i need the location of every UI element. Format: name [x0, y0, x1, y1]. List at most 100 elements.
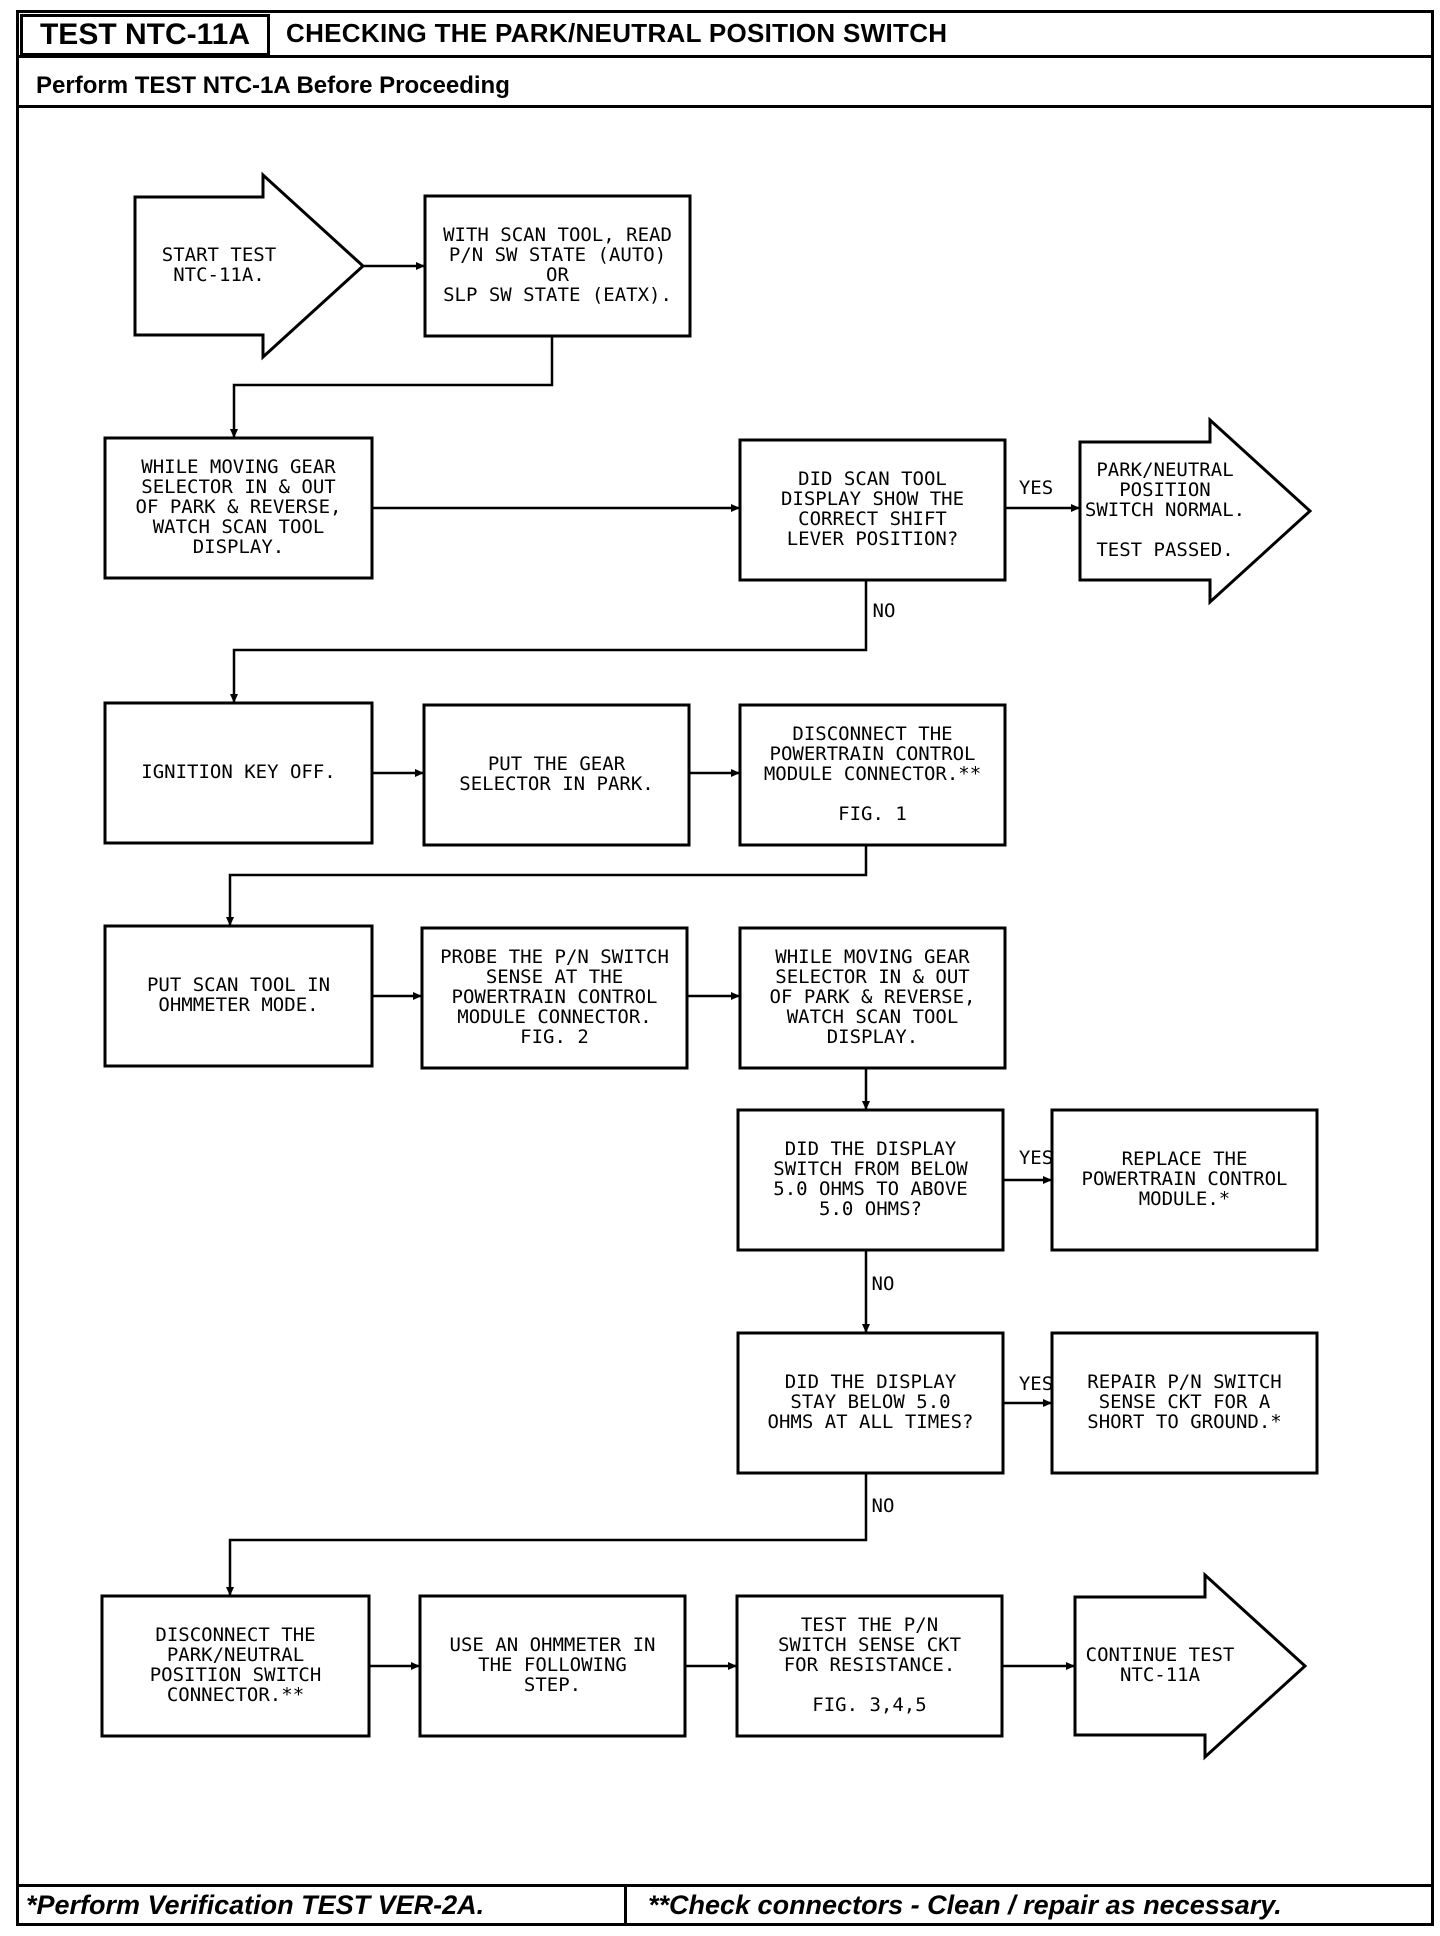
- node-text-line: DID THE DISPLAY: [785, 1138, 957, 1160]
- connector-read_state-to-move_gear: [230, 336, 554, 438]
- footer-row: [16, 1884, 1434, 1926]
- node-text-line: WHILE MOVING GEAR: [775, 946, 970, 968]
- node-text-line: TEST THE P/N: [801, 1614, 938, 1636]
- box-shape: [100, 1594, 371, 1738]
- node-text-line: SELECTOR IN & OUT: [141, 476, 335, 498]
- box-shape: [736, 1331, 1005, 1475]
- node-text-line: MODULE CONNECTOR.: [457, 1006, 651, 1028]
- node-text-line: LEVER POSITION?: [787, 528, 959, 550]
- node-text-line: STAY BELOW 5.0: [790, 1391, 950, 1413]
- box-shape: [738, 926, 1007, 1070]
- node-text-line: SENSE AT THE: [486, 966, 623, 988]
- node-text-line: DISCONNECT THE: [792, 723, 952, 745]
- box-shape: [423, 194, 692, 338]
- box-shape: [735, 1594, 1004, 1738]
- node-text-line: POWERTRAIN CONTROL: [452, 986, 658, 1008]
- footnote-connectors: **Check connectors - Clean / repair as n…: [648, 1890, 1282, 1920]
- arrow-shape: [1073, 1571, 1308, 1761]
- node-text-line: SHORT TO GROUND.*: [1087, 1411, 1281, 1433]
- page-frame: [16, 10, 1434, 1926]
- node-text-line: REPAIR P/N SWITCH: [1087, 1371, 1281, 1393]
- node-text-line: POWERTRAIN CONTROL: [1082, 1168, 1288, 1190]
- box-shape: [736, 1108, 1005, 1252]
- node-text-line: 5.0 OHMS TO ABOVE: [773, 1178, 967, 1200]
- box-shape: [103, 436, 374, 580]
- node-text-line: P/N SW STATE (AUTO): [449, 244, 666, 266]
- prerequisite-row: [16, 58, 1434, 108]
- node-text-line: START TEST: [162, 244, 276, 266]
- node-text-line: CONTINUE TEST: [1086, 1644, 1235, 1666]
- ignition-off-box: IGNITION KEY OFF.: [103, 701, 374, 845]
- connector-q_shift-to-key_off: [230, 580, 868, 703]
- node-text-line: DISPLAY.: [827, 1026, 919, 1048]
- node-text-line: PUT THE GEAR: [488, 753, 626, 775]
- branch-label: NO: [872, 1273, 895, 1295]
- box-shape: [1050, 1331, 1319, 1475]
- node-text-line: WATCH SCAN TOOL: [787, 1006, 959, 1028]
- node-text-line: OHMMETER MODE.: [158, 994, 318, 1016]
- node-text-line: DISPLAY.: [193, 536, 285, 558]
- box-shape: [738, 438, 1007, 582]
- node-text-line: OF PARK & REVERSE,: [136, 496, 342, 518]
- node-text-line: PROBE THE P/N SWITCH: [440, 946, 669, 968]
- page-title: CHECKING THE PARK/NEUTRAL POSITION SWITC…: [286, 18, 948, 48]
- node-text-line: OHMS AT ALL TIMES?: [768, 1411, 974, 1433]
- node-text-line: FIG. 2: [520, 1026, 589, 1048]
- branch-label: NO: [873, 600, 896, 622]
- box-shape: [422, 703, 691, 847]
- node-text-line: WITH SCAN TOOL, READ: [443, 224, 672, 246]
- node-text-line: POWERTRAIN CONTROL: [770, 743, 976, 765]
- node-text-line: OF PARK & REVERSE,: [770, 986, 976, 1008]
- node-text-line: CONNECTOR.**: [167, 1684, 304, 1706]
- branch-label: YES: [1019, 477, 1053, 499]
- node-text-line: SENSE CKT FOR A: [1099, 1391, 1271, 1413]
- node-text-line: PARK/NEUTRAL: [167, 1644, 304, 1666]
- box-shape: [1050, 1108, 1319, 1252]
- node-text-line: WATCH SCAN TOOL: [153, 516, 325, 538]
- node-text-line: PUT SCAN TOOL IN: [147, 974, 330, 996]
- node-text-line: SWITCH FROM BELOW: [773, 1158, 968, 1180]
- node-text-line: POSITION SWITCH: [150, 1664, 322, 1686]
- node-text-line: FIG. 3,4,5: [812, 1694, 926, 1716]
- box-shape: [103, 701, 374, 845]
- connector-disc_pcm-to-ohm_mode: [226, 845, 868, 926]
- node-text-line: THE FOLLOWING: [478, 1654, 627, 1676]
- branch-label: YES: [1019, 1147, 1053, 1169]
- node-text-line: FOR RESISTANCE.: [784, 1654, 956, 1676]
- arrow-shape: [133, 171, 366, 361]
- branch-label: NO: [872, 1495, 895, 1517]
- node-text-line: WHILE MOVING GEAR: [141, 456, 336, 478]
- node-text-line: 5.0 OHMS?: [819, 1198, 922, 1220]
- box-shape: [418, 1594, 687, 1738]
- box-shape: [103, 924, 374, 1068]
- box-shape: [738, 703, 1007, 847]
- node-text-line: SELECTOR IN & OUT: [775, 966, 969, 988]
- footnote-verification: *Perform Verification TEST VER-2A.: [26, 1890, 485, 1920]
- node-text-line: FIG. 1: [838, 803, 907, 825]
- branch-label: YES: [1019, 1373, 1053, 1395]
- node-text-line: NTC-11A.: [173, 264, 265, 286]
- node-text-line: PARK/NEUTRAL: [1096, 459, 1233, 481]
- box-shape: [420, 926, 689, 1070]
- footer-divider: [624, 1884, 627, 1926]
- node-text-line: MODULE.*: [1139, 1188, 1231, 1210]
- header-row: [16, 10, 1434, 58]
- node-text-line: OR: [546, 264, 569, 286]
- test-id: TEST NTC-11A: [20, 14, 270, 56]
